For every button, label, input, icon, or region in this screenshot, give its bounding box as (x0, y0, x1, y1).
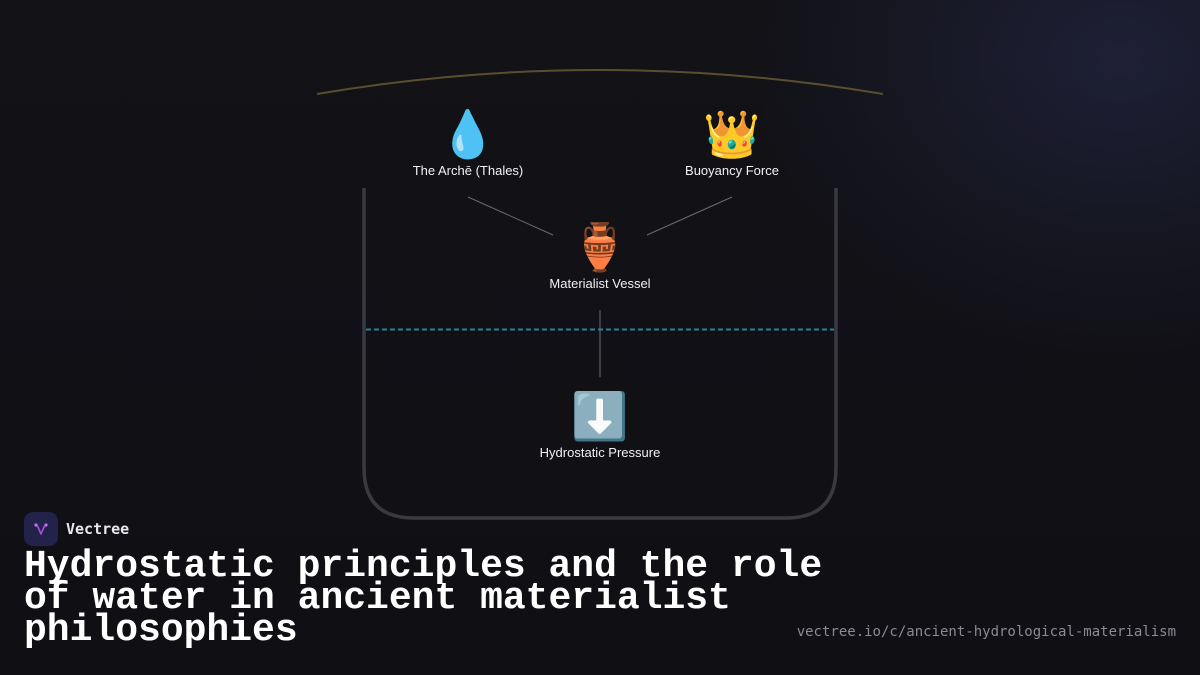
down-arrow-icon: ⬇️ (571, 390, 629, 442)
node-vessel: 🏺 Materialist Vessel (490, 221, 710, 291)
connector-buoyancy-vessel (646, 196, 733, 236)
source-url: vectree.io/c/ancient-hydrological-materi… (796, 624, 1176, 640)
vessel-outline (362, 188, 838, 520)
node-pressure-label: Hydrostatic Pressure (539, 445, 661, 460)
node-buoyancy-label: Buoyancy Force (685, 163, 779, 178)
top-arc (316, 69, 884, 95)
page-title: Hydrostatic principles and the role of w… (24, 545, 823, 652)
water-droplet-icon: 💧 (439, 108, 497, 160)
amphora-icon: 🏺 (571, 221, 629, 273)
node-arche: 💧 The Archē (Thales) (358, 108, 578, 178)
brand-name: Vectree (66, 520, 130, 538)
node-buoyancy: 👑 Buoyancy Force (622, 108, 842, 178)
node-pressure: ⬇️ Hydrostatic Pressure (490, 390, 710, 460)
crown-icon: 👑 (703, 108, 761, 160)
vectree-logo-icon (24, 512, 58, 546)
node-vessel-label: Materialist Vessel (549, 276, 651, 291)
connector-arche-vessel (467, 196, 554, 236)
node-arche-label: The Archē (Thales) (412, 163, 524, 178)
brand: Vectree (24, 512, 129, 546)
